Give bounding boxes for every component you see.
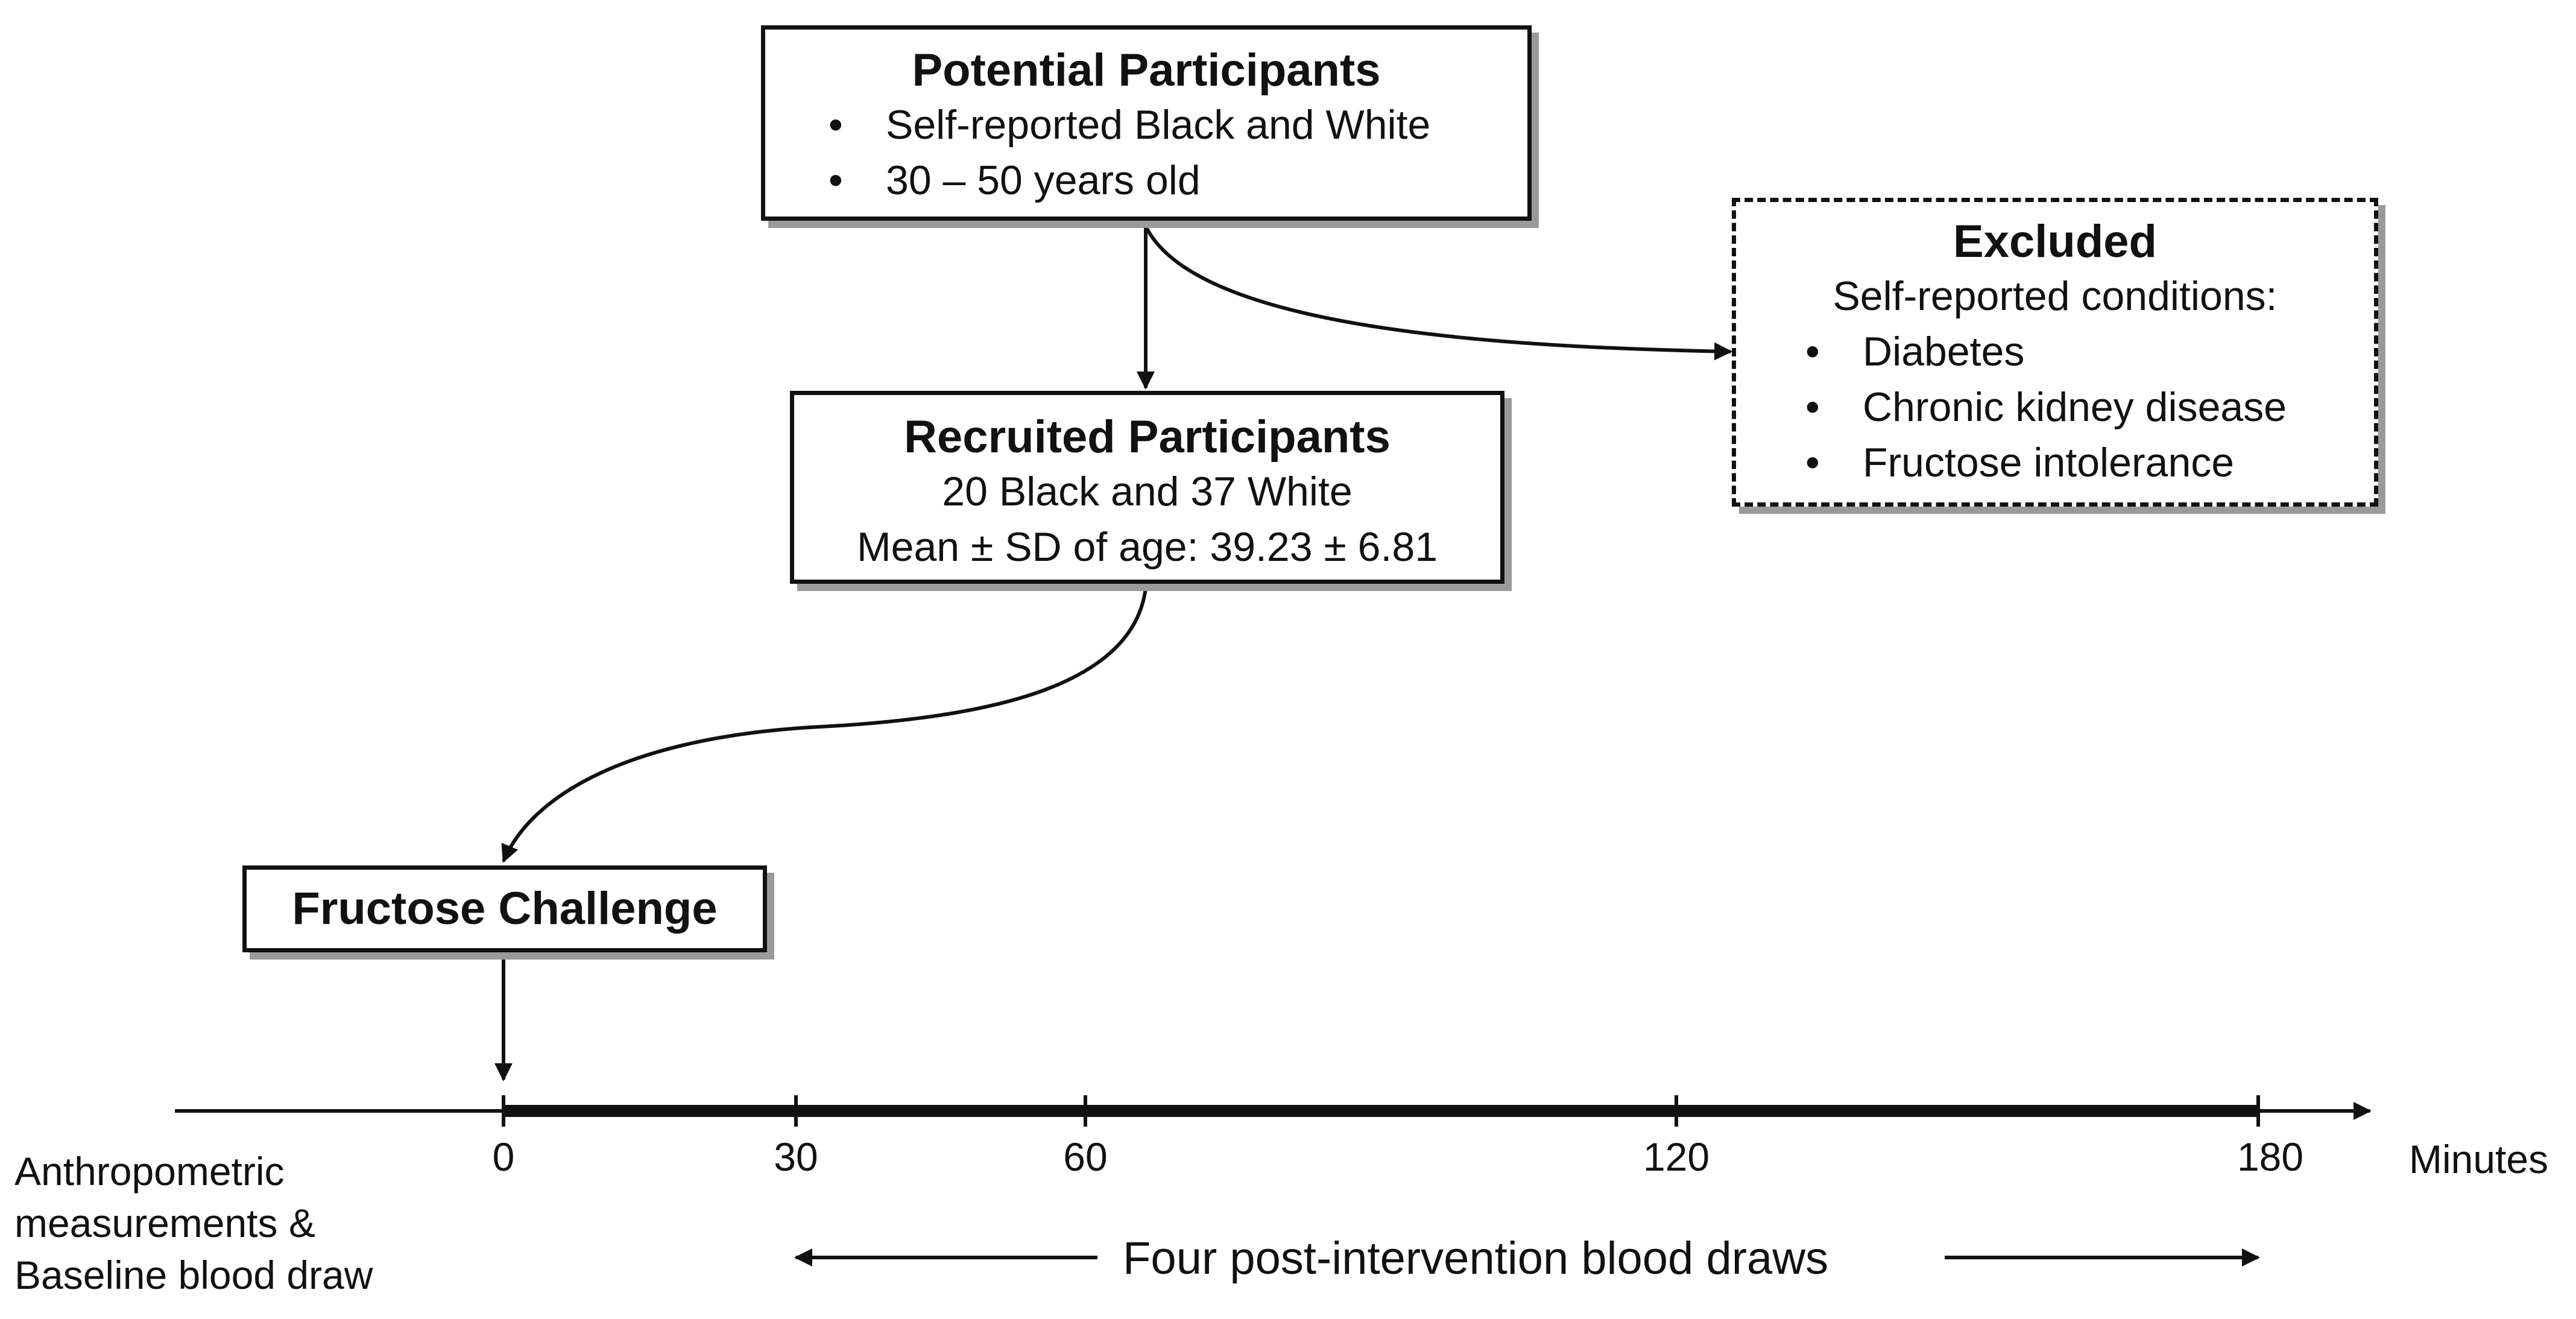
tick-label-0: 0	[492, 1134, 515, 1179]
baseline-label-line: Baseline blood draw	[14, 1252, 373, 1297]
recruited-participants-title: Recruited Participants	[904, 411, 1391, 463]
baseline-label-line: Anthropometric	[14, 1149, 285, 1194]
potential-participants-box: Potential Participants Self-reported Bla…	[761, 25, 1532, 221]
blood-draws-label: Four post-intervention blood draws	[1123, 1233, 1829, 1284]
arrow-recruited-to-challenge	[501, 587, 1148, 863]
recruited-counts: 20 Black and 37 White	[942, 469, 1353, 515]
tick-label-60: 60	[1063, 1134, 1108, 1179]
arrow-potential-to-excluded	[1144, 225, 1732, 361]
potential-criteria-list: Self-reported Black and White 30 – 50 ye…	[765, 98, 1527, 209]
baseline-label: Anthropometric measurements & Baseline b…	[14, 1146, 373, 1301]
excluded-condition: Chronic kidney disease	[1805, 380, 2374, 435]
excluded-title: Excluded	[1953, 216, 2157, 267]
potential-criterion: 30 – 50 years old	[829, 153, 1527, 209]
recruited-participants-box: Recruited Participants 20 Black and 37 W…	[790, 391, 1504, 584]
fructose-challenge-title: Fructose Challenge	[292, 883, 718, 935]
tick-label-180: 180	[2237, 1134, 2304, 1179]
fructose-challenge-box: Fructose Challenge	[242, 865, 767, 952]
excluded-box: Excluded Self-reported conditions: Diabe…	[1732, 198, 2378, 507]
excluded-conditions-list: Diabetes Chronic kidney disease Fructose…	[1736, 324, 2374, 490]
potential-participants-title: Potential Participants	[912, 45, 1381, 96]
tick-label-120: 120	[1643, 1134, 1710, 1179]
baseline-label-line: measurements &	[14, 1200, 315, 1245]
excluded-condition: Fructose intolerance	[1805, 435, 2374, 491]
timeline-unit-label: Minutes	[2409, 1137, 2549, 1181]
excluded-intro: Self-reported conditions:	[1833, 273, 2278, 320]
potential-criterion: Self-reported Black and White	[829, 98, 1527, 153]
recruited-age: Mean ± SD of age: 39.23 ± 6.81	[856, 523, 1438, 570]
excluded-condition: Diabetes	[1805, 324, 2374, 380]
timeline-bar	[504, 1105, 2258, 1117]
tick-label-30: 30	[774, 1134, 818, 1179]
